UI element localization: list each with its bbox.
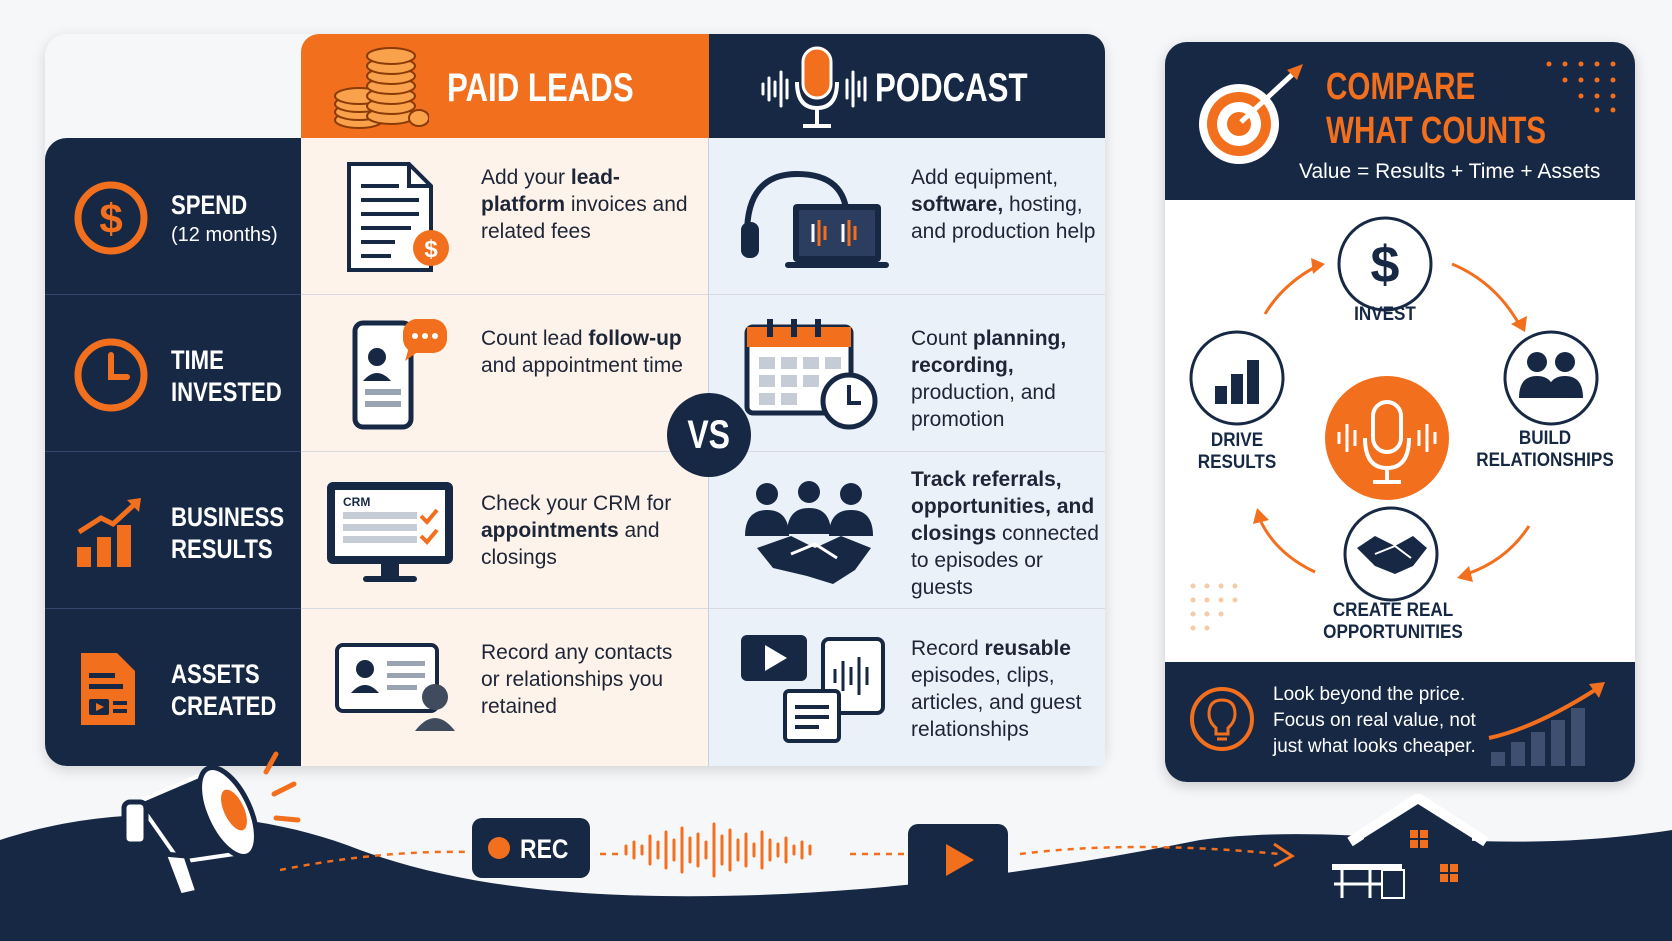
cell-podcast-time: Count planning, recording, production, a… [709, 295, 1105, 452]
cell-text: Add your lead-platform invoices and rela… [481, 166, 688, 243]
row-label-line1: SPEND [171, 190, 248, 220]
bottom-wave [0, 814, 1672, 941]
podcast-title: PODCAST [875, 66, 1028, 110]
megaphone-icon [121, 751, 301, 899]
journey-dotted-path [280, 842, 1295, 872]
cell-text: Record any contacts or relationships you… [481, 641, 673, 718]
record-dot-icon [488, 837, 510, 859]
paid-leads-title: PAID LEADS [447, 66, 634, 110]
podcast-header: PODCAST [709, 34, 1105, 138]
cell-text: Count planning, recording, production, a… [911, 327, 1067, 431]
cell-podcast-results: Track referrals, opportunities, and clos… [709, 452, 1105, 609]
row-label-line2: INVESTED [171, 377, 282, 407]
compare-panel: COMPARE WHAT COUNTS Value = Results + Ti… [1165, 42, 1635, 782]
play-icon [946, 844, 974, 876]
row-label-assets: ASSETS CREATED [45, 609, 305, 766]
panel-note: Look beyond the price. Focus on real val… [1273, 684, 1476, 757]
row-label-line1: BUSINESS [171, 502, 285, 532]
dollar-icon: $ [1337, 216, 1433, 312]
panel-header: COMPARE WHAT COUNTS Value = Results + Ti… [1165, 42, 1635, 200]
lightbulb-icon [1190, 687, 1254, 751]
value-cycle-diagram: $ [1189, 216, 1599, 631]
headphones-laptop-icon [741, 170, 889, 268]
row-label-results: BUSINESS RESULTS [45, 452, 305, 609]
cell-podcast-assets: Record reusable episodes, clips, article… [709, 609, 1105, 766]
audio-wave-icon [624, 822, 812, 878]
cycle-label-create-opportunities: CREATE REAL OPPORTUNITIES [1323, 600, 1463, 643]
row-label-time: TIME INVESTED [45, 295, 305, 452]
media-assets-icon [741, 635, 885, 743]
row-label-line2: (12 months) [171, 224, 278, 246]
cell-text: Add equipment, software, hosting, and pr… [911, 166, 1096, 243]
cell-text: Check your CRM for appointments and clos… [481, 492, 672, 569]
cell-paid-results: CRM Check your CRM for appointments and … [301, 452, 709, 609]
coin-stack-icon [334, 47, 429, 129]
rec-button: REC [472, 818, 590, 878]
svg-text:$: $ [424, 236, 438, 263]
cycle-label-build-relationships: BUILD RELATIONSHIPS [1476, 428, 1614, 471]
invoice-icon: $ [347, 162, 449, 272]
document-video-icon [81, 653, 135, 725]
cell-text: Count lead follow-up and appointment tim… [481, 327, 683, 377]
panel-footer [1165, 662, 1635, 782]
calendar-clock-icon [744, 319, 878, 430]
rec-label: REC [520, 834, 569, 864]
dollar-coin-icon: $ [74, 181, 148, 255]
contact-card-icon [335, 643, 455, 731]
target-icon [1199, 64, 1303, 164]
dot-pattern-decoration [1546, 61, 1616, 113]
panel-formula: Value = Results + Time + Assets [1299, 160, 1601, 183]
house-icon [1332, 794, 1489, 899]
row-label-line1: TIME [171, 345, 224, 375]
svg-text:$: $ [99, 195, 122, 242]
podcast-microphone-icon [1325, 376, 1449, 500]
phone-chat-icon [352, 319, 447, 430]
row-label-line2: CREATED [171, 691, 277, 721]
play-button [908, 824, 1008, 894]
cell-text: Track referrals, opportunities, and clos… [911, 468, 1099, 599]
crm-label: CRM [343, 495, 370, 509]
cell-paid-assets: Record any contacts or relationships you… [301, 609, 709, 766]
people-icon [1503, 330, 1599, 426]
row-label-line2: RESULTS [171, 534, 273, 564]
svg-text:$: $ [1371, 236, 1400, 294]
cell-paid-time: Count lead follow-up and appointment tim… [301, 295, 709, 452]
bar-chart-arrow-icon [77, 498, 141, 567]
growth-chart-icon [1488, 682, 1605, 766]
handshake-icon [1343, 506, 1439, 602]
clock-icon [74, 338, 148, 412]
cycle-label-drive-results: DRIVE RESULTS [1197, 430, 1277, 473]
panel-title-line1: COMPARE [1326, 66, 1476, 108]
vs-badge: VS [667, 393, 751, 477]
row-label-line1: ASSETS [171, 659, 260, 689]
handshake-people-icon [745, 481, 873, 584]
microphone-icon [761, 46, 867, 128]
cell-podcast-spend: Add equipment, software, hosting, and pr… [709, 138, 1105, 295]
row-label-spend: $ SPEND (12 months) [45, 138, 305, 295]
crm-monitor-icon: CRM [327, 482, 453, 582]
cell-paid-spend: $ Add your lead-platform invoices and re… [301, 138, 709, 295]
cell-text: Record reusable episodes, clips, article… [911, 637, 1082, 741]
panel-title-line2: WHAT COUNTS [1326, 110, 1547, 152]
bar-chart-icon [1189, 330, 1285, 426]
cycle-label-invest: INVEST [1354, 304, 1416, 325]
row-header-column: $ SPEND (12 months) TIME INVESTED BUSINE… [45, 138, 305, 766]
paid-leads-header: PAID LEADS [301, 34, 709, 138]
